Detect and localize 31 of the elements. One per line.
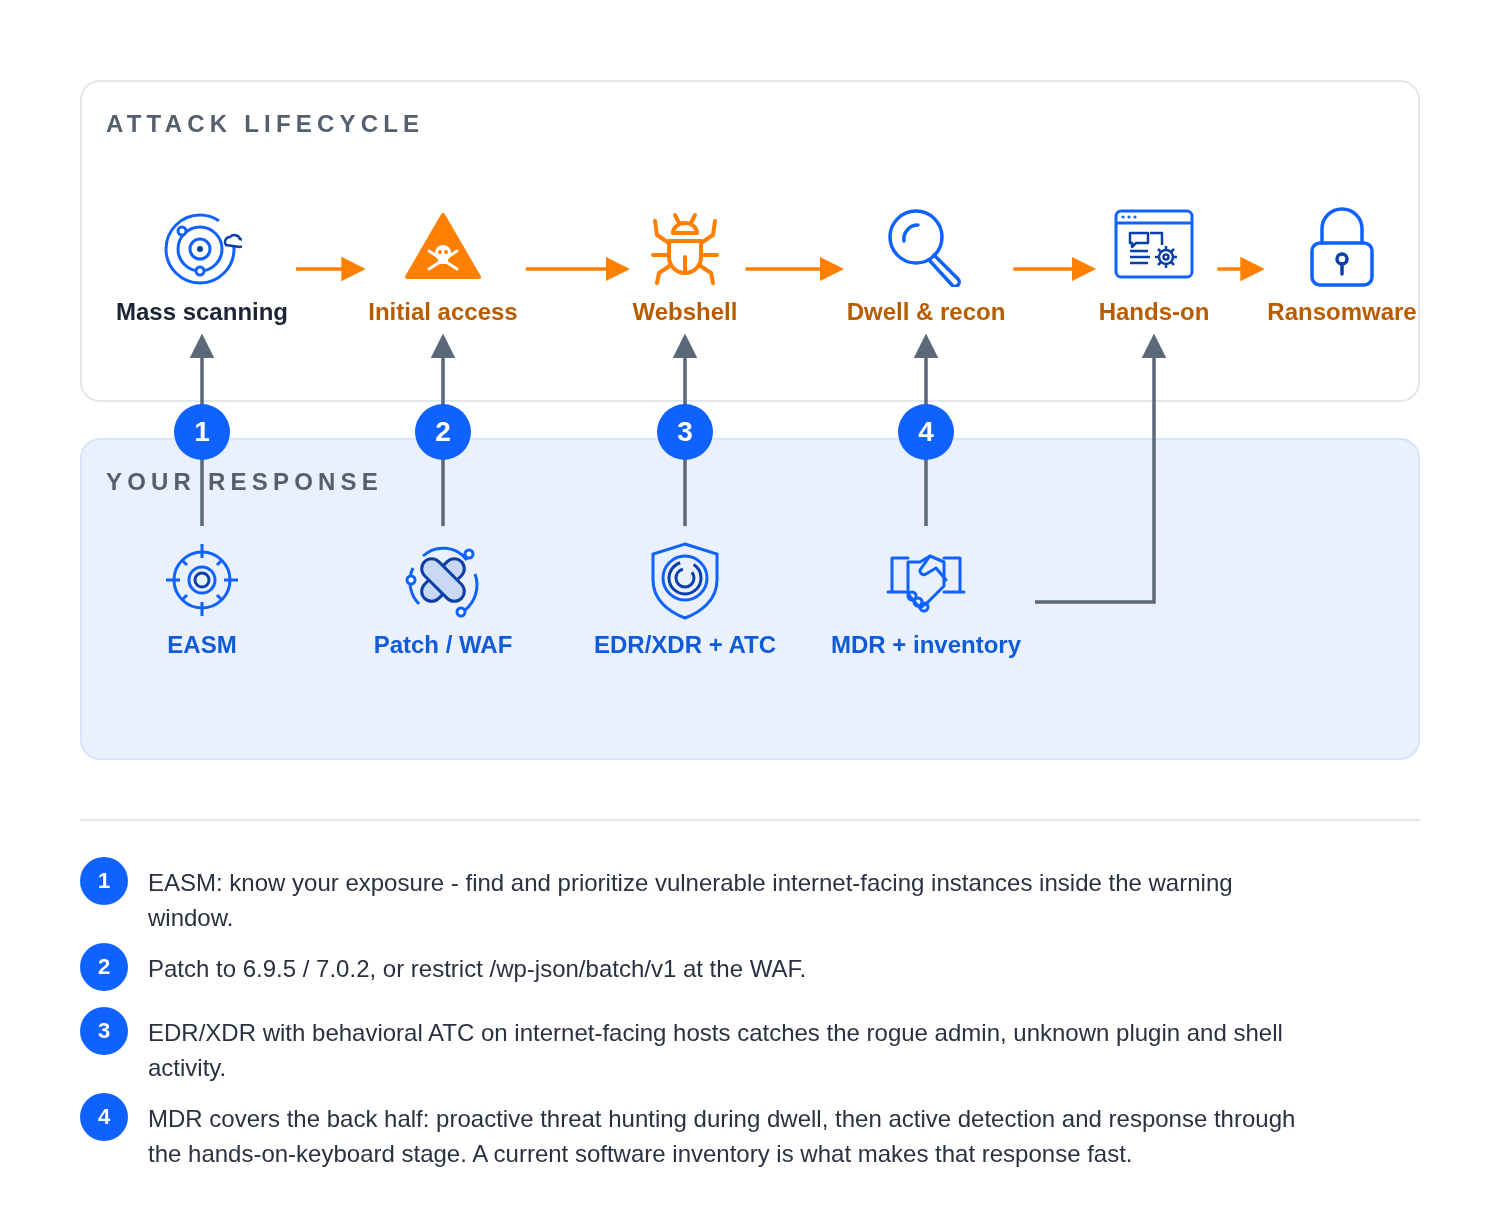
- stage-label: EDR/XDR + ATC: [594, 630, 776, 660]
- step-number-badge: 4: [80, 1093, 128, 1141]
- step-number-badge: 3: [657, 403, 713, 460]
- lifecycle-panel: [80, 80, 1420, 402]
- note-text: EASM: know your exposure - find and prioritize vulnerable internet-facing instances inside the warning window.: [148, 868, 1234, 933]
- stage-label: Initial access: [368, 297, 518, 327]
- stage-label: Ransomware: [1267, 297, 1417, 327]
- note-text: MDR covers the back half: proactive threat hunting during dwell, then active detection and response through the hands-on-keyboard stage. A current software inventory is what makes that response fast.: [148, 1104, 1297, 1169]
- panel-title: YOUR RESPONSE: [106, 468, 383, 496]
- stage-label: Hands-on: [1098, 297, 1210, 327]
- step-number-badge: 1: [80, 857, 128, 905]
- step-number-badge: 1: [174, 403, 230, 460]
- step-number-badge: 2: [415, 403, 471, 460]
- stage-label: EASM: [167, 630, 237, 660]
- arrow: [1217, 256, 1265, 282]
- stage-label: Mass scanning: [115, 297, 289, 327]
- arrow: [745, 256, 845, 282]
- stage-label: Dwell & recon: [846, 297, 1006, 327]
- arrow: [525, 256, 631, 282]
- stage-label: MDR + inventory: [831, 630, 1021, 660]
- stage-label: Patch / WAF: [373, 630, 513, 660]
- step-number-badge: 2: [80, 943, 128, 991]
- note-text: EDR/XDR with behavioral ATC on internet-facing hosts catches the rogue admin, unknown plugin and shell activity.: [148, 1018, 1284, 1083]
- arrow: [1013, 256, 1097, 282]
- stage-label: Webshell: [632, 297, 738, 327]
- panel-title: ATTACK LIFECYCLE: [106, 110, 425, 138]
- step-number-badge: 3: [80, 1007, 128, 1055]
- arrow: [296, 256, 366, 282]
- step-number-badge: 4: [898, 403, 954, 460]
- note-text: Patch to 6.9.5 / 7.0.2, or restrict /wp-json/batch/v1 at the WAF.: [148, 954, 808, 984]
- arrow: [1035, 333, 1167, 604]
